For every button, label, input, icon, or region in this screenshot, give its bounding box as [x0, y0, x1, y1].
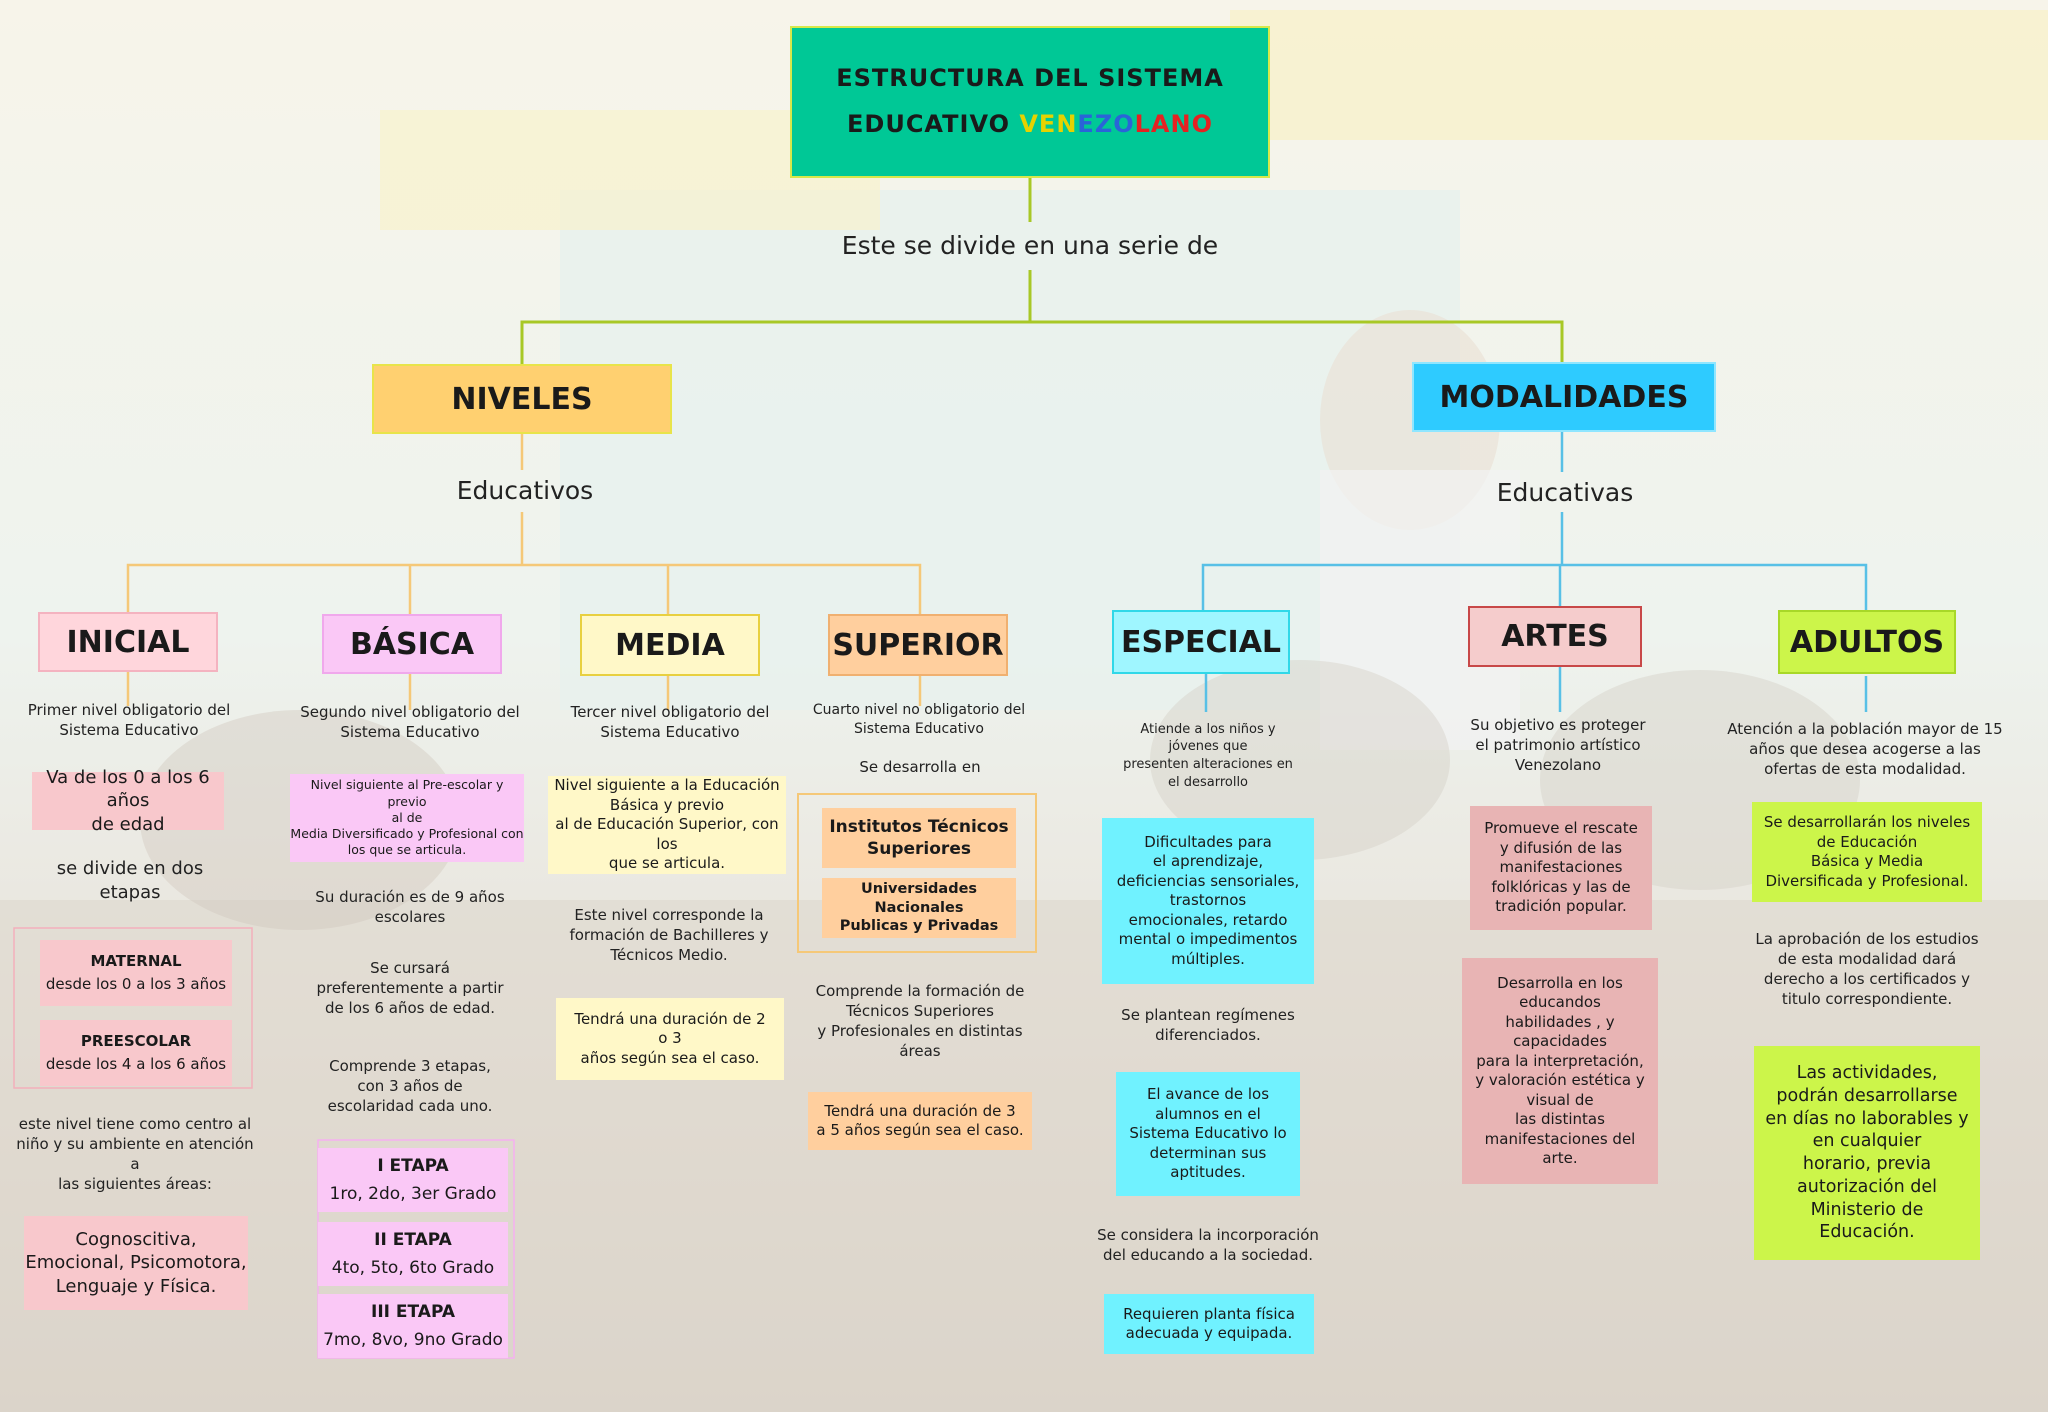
connector-text: Este se divide en una serie de — [841, 231, 1219, 261]
modalidades-sub: Educativas — [1496, 478, 1634, 508]
media-siguiente: Nivel siguiente a la Educación Básica y … — [548, 776, 786, 874]
especial-box: ESPECIAL — [1112, 610, 1290, 674]
niveles-sub: Educativos — [456, 476, 594, 506]
media-corresponde: Este nivel corresponde la formación de B… — [569, 905, 769, 965]
superior-desc: Cuarto nivel no obligatorio del Sistema … — [812, 702, 1026, 737]
basica-cursara: Se cursará preferentemente a partir de l… — [316, 958, 504, 1018]
artes-desarrolla: Desarrolla en los educandos habilidades … — [1462, 958, 1658, 1184]
inicial-desc: Primer nivel obligatorio del Sistema Edu… — [27, 700, 231, 739]
etapa3-box: III ETAPA 7mo, 8vo, 9no Grado — [318, 1294, 508, 1358]
etapa1-box: I ETAPA 1ro, 2do, 3er Grado — [318, 1148, 508, 1212]
especial-regimenes: Se plantean regímenes diferenciados. — [1121, 1005, 1295, 1044]
artes-box: ARTES — [1468, 606, 1642, 667]
etapa2-title: II ETAPA — [374, 1229, 452, 1250]
main-title-line2: EDUCATIVO VENEZOLANO — [847, 110, 1213, 138]
main-title-box: ESTRUCTURA DEL SISTEMA EDUCATIVO VENEZOL… — [790, 26, 1270, 178]
etapa3-title: III ETAPA — [371, 1301, 455, 1322]
universidades-box: Universidades Nacionales Publicas y Priv… — [822, 878, 1016, 938]
superior-comprende: Comprende la formación de Técnicos Super… — [815, 981, 1025, 1061]
basica-box: BÁSICA — [322, 614, 502, 674]
especial-atiende: Atiende a los niños y jóvenes que presen… — [1123, 721, 1293, 790]
maternal-box: MATERNAL desde los 0 a los 3 años — [40, 940, 232, 1006]
title-ven: VEN — [1019, 110, 1078, 138]
inicial-box: INICIAL — [38, 612, 218, 672]
media-box: MEDIA — [580, 614, 760, 676]
preescolar-title: PREESCOLAR — [80, 1031, 192, 1050]
niveles-box: NIVELES — [372, 364, 672, 434]
basica-duracion: Su duración es de 9 años escolares — [315, 887, 505, 926]
media-desc: Tercer nivel obligatorio del Sistema Edu… — [570, 702, 770, 741]
preescolar-box: PREESCOLAR desde los 4 a los 6 años — [40, 1020, 232, 1086]
etapa1-text: 1ro, 2do, 3er Grado — [329, 1184, 497, 1204]
etapa3-text: 7mo, 8vo, 9no Grado — [323, 1330, 503, 1350]
maternal-title: MATERNAL — [90, 951, 182, 970]
institutos-box: Institutos Técnicos Superiores — [822, 808, 1016, 868]
etapa2-text: 4to, 5to, 6to Grado — [331, 1258, 495, 1278]
modalidades-box: MODALIDADES — [1412, 362, 1716, 432]
inicial-divide: se divide en dos etapas — [56, 857, 204, 903]
media-duracion: Tendrá una duración de 2 o 3 años según … — [556, 998, 784, 1080]
etapa2-box: II ETAPA 4to, 5to, 6to Grado — [318, 1222, 508, 1286]
adultos-aprobacion: La aprobación de los estudios de esta mo… — [1755, 929, 1979, 1009]
artes-promueve: Promueve el rescate y difusión de las ma… — [1470, 806, 1652, 930]
adultos-niveles: Se desarrollarán los niveles de Educació… — [1752, 802, 1982, 902]
artes-objetivo: Su objetivo es proteger el patrimonio ar… — [1470, 715, 1646, 775]
superior-box: SUPERIOR — [828, 614, 1008, 676]
basica-siguiente: Nivel siguiente al Pre-escolar y previo … — [290, 774, 524, 862]
etapa1-title: I ETAPA — [377, 1155, 449, 1176]
inicial-areas: Cognoscitiva, Emocional, Psicomotora, Le… — [24, 1216, 248, 1310]
main-title-line1: ESTRUCTURA DEL SISTEMA — [836, 64, 1224, 93]
basica-comprende: Comprende 3 etapas, con 3 años de escola… — [327, 1056, 493, 1116]
title-ezo: EZO — [1077, 110, 1135, 138]
especial-planta: Requieren planta física adecuada y equip… — [1104, 1294, 1314, 1354]
inicial-age: Va de los 0 a los 6 años de edad — [32, 767, 224, 835]
superior-desarrolla: Se desarrolla en — [859, 757, 981, 776]
maternal-text: desde los 0 a los 3 años — [45, 975, 227, 993]
superior-duracion: Tendrá una duración de 3 a 5 años según … — [808, 1092, 1032, 1150]
adultos-box: ADULTOS — [1778, 610, 1956, 674]
especial-dificultades: Dificultades para el aprendizaje, defici… — [1102, 818, 1314, 984]
inicial-centro: este nivel tiene como centro al niño y s… — [16, 1114, 254, 1194]
basica-desc: Segundo nivel obligatorio del Sistema Ed… — [300, 702, 520, 741]
especial-incorporacion: Se considera la incorporación del educan… — [1097, 1225, 1319, 1264]
preescolar-text: desde los 4 a los 6 años — [45, 1055, 227, 1073]
especial-avance: El avance de los alumnos en el Sistema E… — [1116, 1072, 1300, 1196]
title-lano: LANO — [1134, 110, 1213, 138]
adultos-actividades: Las actividades, podrán desarrollarse en… — [1754, 1046, 1980, 1260]
adultos-atencion: Atención a la población mayor de 15 años… — [1727, 719, 2003, 779]
